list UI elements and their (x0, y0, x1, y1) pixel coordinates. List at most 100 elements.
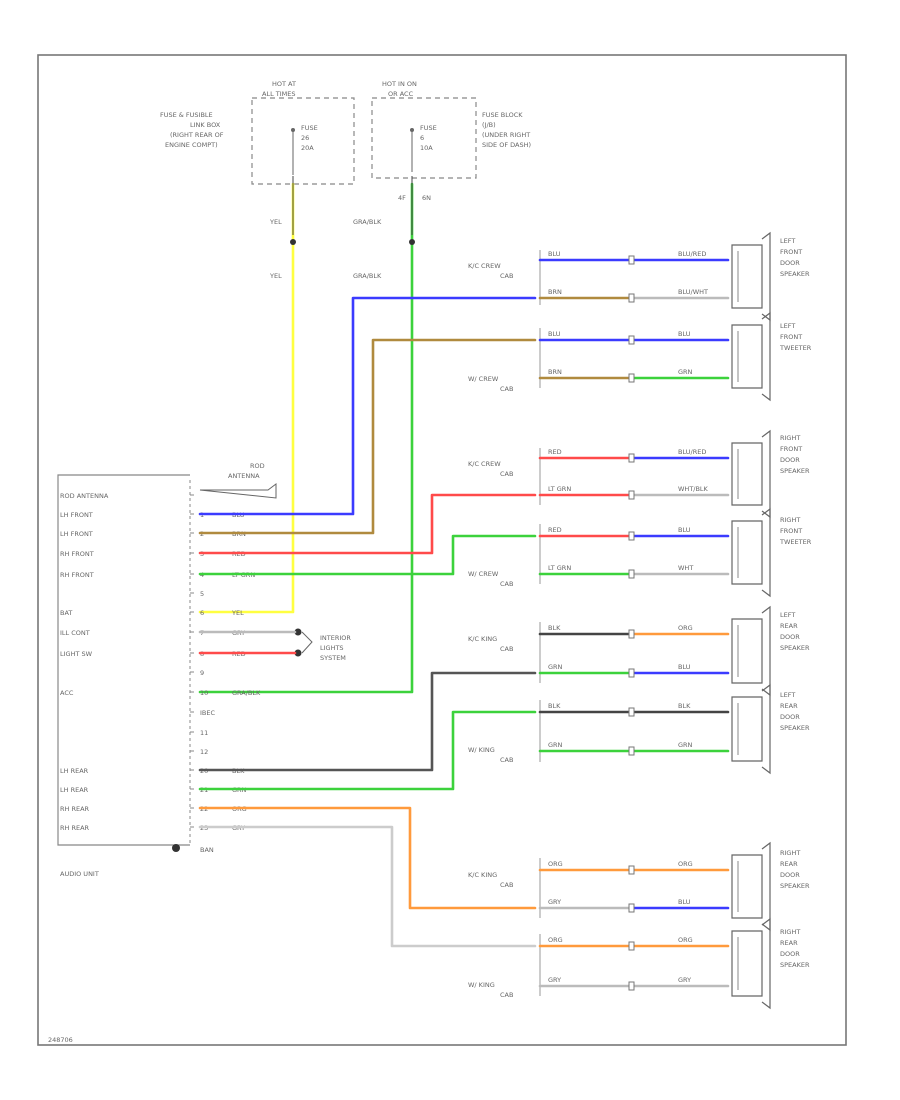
harness-wire-label: RED (548, 448, 562, 456)
cab-label: W/ KING (468, 746, 495, 754)
pin-name-17: RH REAR (60, 824, 90, 832)
speaker-label-1: REAR (780, 939, 798, 947)
wire-lf-brn (198, 338, 537, 535)
grablk-wire-label-2: GRA/BLK (353, 272, 382, 280)
harness-wire-label-2: BLU/RED (678, 250, 706, 258)
speaker-label-0: LEFT (780, 237, 795, 245)
grablk-wire-label-1: GRA/BLK (353, 218, 382, 226)
harness-wire-label: GRN (548, 741, 563, 749)
harness-wire-label-2: ORG (678, 936, 693, 944)
harness-wire-label: BRN (548, 288, 562, 296)
harness-wire-label-2: BLU (678, 898, 691, 906)
yel-wire-label-1: YEL (269, 218, 282, 226)
pin-name-14: LH REAR (60, 767, 89, 775)
cab-label-2: CAB (500, 991, 513, 999)
diagram-frame (37, 54, 847, 1046)
speaker-label-0: LEFT (780, 691, 795, 699)
cab-label-2: CAB (500, 756, 513, 764)
fuse-right-box: HOT IN ON OR ACC FUSE BLOCK (J/B) (UNDER… (371, 80, 531, 202)
cab-label: W/ CREW (468, 375, 499, 383)
speaker-label-1: FRONT (780, 333, 802, 341)
speaker-cone-icon (761, 917, 771, 1010)
harness-wire-label: BLU (548, 250, 561, 258)
fuse-right-fuse-num: 6 (420, 134, 424, 142)
speaker-label-0: LEFT (780, 322, 795, 330)
wire-grablk-acc (198, 182, 414, 694)
harness-wire-label: ORG (548, 936, 563, 944)
wire-lr-blk (198, 671, 537, 772)
harness-wire-label: GRN (548, 663, 563, 671)
speaker-label-2: DOOR (780, 259, 800, 267)
fuse-right-name-1: FUSE BLOCK (482, 111, 523, 119)
harness-wire-label: BRN (548, 368, 562, 376)
harness-wire-label-2: BLU (678, 330, 691, 338)
fuse-right-name-2: (J/B) (482, 121, 496, 129)
fuse-right-name-3: (UNDER RIGHT (482, 131, 530, 139)
interior-lights-3: SYSTEM (320, 654, 346, 662)
fuse-left-hot2-label: ALL TIMES (262, 90, 295, 98)
harness-wire-label-2: GRY (678, 976, 691, 984)
pin-number-13: 12 (200, 748, 208, 756)
inline-connector (628, 490, 635, 500)
harness-wire-label: BLK (548, 702, 561, 710)
fuse-right-fuse-label: FUSE (420, 124, 437, 132)
pin-number-6: 6 (200, 609, 204, 617)
pin-name-8: LIGHT SW (60, 650, 93, 658)
wire-lf-blu (198, 296, 537, 516)
cab-label: K/C KING (468, 871, 497, 879)
fuse-right-hot2-label: OR ACC (388, 90, 414, 98)
wire-rr-gry (198, 825, 537, 948)
pin-name-3: RH FRONT (60, 550, 94, 558)
harness-wire-label-2: ORG (678, 860, 693, 868)
pin-number-9: 9 (200, 669, 204, 677)
inline-connector (628, 941, 635, 951)
speaker-cone-icon (761, 683, 771, 775)
speaker-icon (731, 442, 763, 506)
cab-label-2: CAB (500, 272, 513, 280)
inline-connector (628, 373, 635, 383)
inline-connector (628, 293, 635, 303)
harness-wire-label: GRY (548, 976, 561, 984)
fuse-left-name-3: (RIGHT REAR OF (170, 131, 224, 139)
wire-yel-bat (198, 182, 295, 614)
harness-wire-label-2: BLU/RED (678, 448, 706, 456)
harness-wire-label-2: ORG (678, 624, 693, 632)
interior-lights-2: LIGHTS (320, 644, 344, 652)
footer-code: 248706 (48, 1036, 73, 1044)
speaker-icon (731, 696, 763, 762)
fuse-left-name-4: ENGINE COMPT) (165, 141, 218, 149)
cab-label: K/C CREW (468, 460, 501, 468)
cab-label: K/C CREW (468, 262, 501, 270)
cab-label-2: CAB (500, 881, 513, 889)
speaker-label-2: TWEETER (779, 538, 812, 546)
fuse-left-hot-label: HOT AT (272, 80, 296, 88)
inline-connector (628, 569, 635, 579)
speaker-icon (731, 520, 763, 585)
speaker-label-3: SPEAKER (780, 724, 810, 732)
speaker-label-1: FRONT (780, 527, 802, 535)
pin-wire-6: YEL (231, 609, 244, 617)
wire-lr-grn (198, 710, 537, 791)
speaker-cone-icon (761, 429, 771, 519)
pin-name-0: ROD ANTENNA (60, 492, 109, 500)
speaker-label-2: DOOR (780, 633, 800, 641)
speaker-icon (731, 930, 763, 997)
harness-wire-label: GRY (548, 898, 561, 906)
inline-connector (628, 981, 635, 991)
speaker-icon (731, 618, 763, 684)
speaker-label-1: REAR (780, 860, 798, 868)
speaker-label-2: DOOR (780, 950, 800, 958)
speaker-label-2: DOOR (780, 871, 800, 879)
speaker-cone-icon (761, 507, 771, 598)
pin-name-4: RH FRONT (60, 571, 94, 579)
harness-wire-label: BLU (548, 330, 561, 338)
pin-wire-10: GRA/BLK (232, 689, 261, 697)
harness-wire-label: LT GRN (548, 564, 571, 572)
speaker-label-2: DOOR (780, 713, 800, 721)
